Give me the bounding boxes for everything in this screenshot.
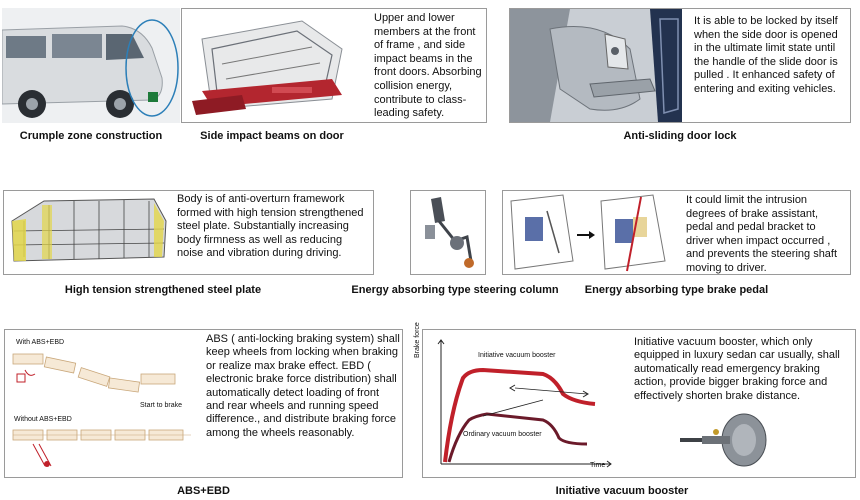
brake-pedal-caption: Energy absorbing type brake pedal xyxy=(584,284,769,296)
vacuum-booster-image xyxy=(676,410,776,470)
steel-plate-text: Body is of anti-overturn framework forme… xyxy=(177,193,364,260)
abs-caption: ABS+EBD xyxy=(177,485,230,497)
abs-start-label: Start to brake xyxy=(140,402,183,409)
ordinary-curve xyxy=(447,412,588,463)
steel-plate-caption: High tension strengthened steel plate xyxy=(64,284,262,296)
crumple-zone-caption: Crumple zone construction xyxy=(19,130,163,142)
vacuum-caption: Initiative vacuum booster xyxy=(555,485,689,497)
brake-pedal-image xyxy=(503,191,675,274)
abs-diagram xyxy=(5,330,198,477)
abs-without-label: Without ABS+EBD xyxy=(14,416,72,423)
chart-ylabel: Brake force xyxy=(414,322,421,358)
steering-caption: Energy absorbing type steering column xyxy=(351,284,559,296)
vacuum-chart xyxy=(423,330,616,477)
anti-sliding-text: It is able to be locked by itself when t… xyxy=(694,15,838,95)
vacuum-text: Initiative vacuum booster, which only eq… xyxy=(634,336,840,402)
side-impact-image xyxy=(182,9,362,122)
abs-with-label: With ABS+EBD xyxy=(16,339,65,346)
side-impact-caption: Side impact beams on door xyxy=(200,130,344,142)
chart-xlabel: Time xyxy=(590,462,606,469)
series-initiative-label: Initiative vacuum booster xyxy=(478,352,556,359)
side-impact-text: Upper and lower members at the front of … xyxy=(374,12,482,120)
steel-plate-image xyxy=(4,191,172,274)
abs-text: ABS ( anti-locking braking system) shall… xyxy=(206,333,400,439)
anti-sliding-caption: Anti-sliding door lock xyxy=(623,130,737,142)
series-ordinary-label: Ordinary vacuum booster xyxy=(463,431,542,438)
crumple-zone-image xyxy=(2,8,180,123)
initiative-curve xyxy=(443,367,596,463)
steering-image xyxy=(411,191,485,274)
anti-sliding-image xyxy=(510,9,682,122)
brake-pedal-text: It could limit the intrusion degrees of … xyxy=(686,194,838,274)
